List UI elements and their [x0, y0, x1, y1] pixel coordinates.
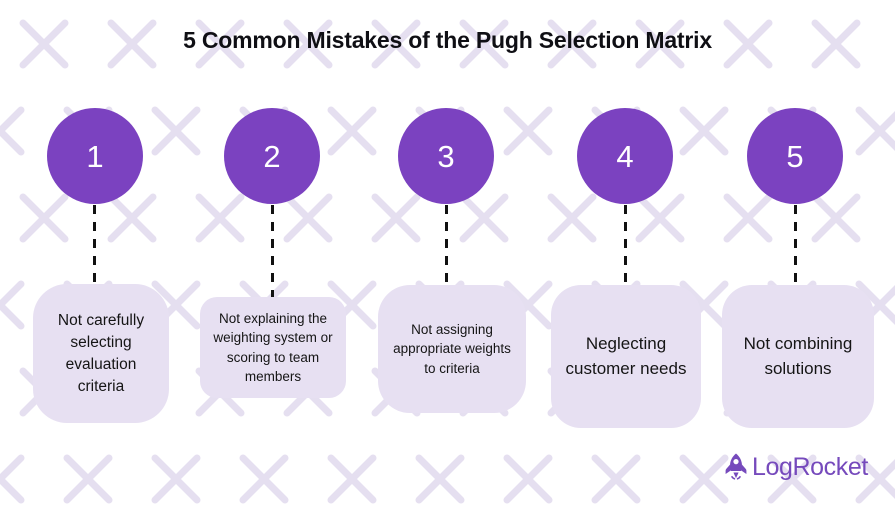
step-number-label-4: 4 — [616, 138, 634, 174]
step-number-circle-4: 4 — [577, 108, 673, 204]
logrocket-wordmark: LogRocket — [752, 452, 868, 481]
mistake-card-text-1: Not carefully selecting evaluation crite… — [57, 311, 145, 395]
mistake-card-3: Not assigning appropriate weights to cri… — [378, 285, 526, 413]
mistake-card-text-2: Not explaining the weighting system or s… — [213, 311, 333, 384]
mistake-card-2: Not explaining the weighting system or s… — [200, 297, 346, 398]
step-number-label-3: 3 — [437, 138, 455, 174]
step-number-circle-2: 2 — [224, 108, 320, 204]
connector-dashed-line-1 — [93, 205, 96, 285]
mistake-card-text-5: Not combining solutions — [743, 334, 853, 378]
mistake-card-4: Neglecting customer needs — [551, 285, 701, 428]
connector-dashed-line-4 — [624, 205, 627, 286]
step-number-circle-5: 5 — [747, 108, 843, 204]
step-number-circle-1: 1 — [47, 108, 143, 204]
mistake-card-5: Not combining solutions — [722, 285, 874, 428]
page-title: 5 Common Mistakes of the Pugh Selection … — [183, 27, 712, 53]
step-number-label-2: 2 — [263, 138, 281, 174]
step-number-circle-3: 3 — [398, 108, 494, 204]
step-number-label-5: 5 — [786, 138, 804, 174]
step-number-label-1: 1 — [86, 138, 104, 174]
mistake-card-1: Not carefully selecting evaluation crite… — [33, 284, 169, 423]
connector-dashed-line-2 — [271, 205, 274, 297]
connector-dashed-line-3 — [445, 205, 448, 286]
logrocket-logo: LogRocket — [723, 451, 868, 483]
mistake-card-text-4: Neglecting customer needs — [565, 334, 687, 378]
rocket-icon — [725, 453, 747, 480]
connector-dashed-line-5 — [794, 205, 797, 286]
mistake-card-text-3: Not assigning appropriate weights to cri… — [393, 322, 511, 376]
